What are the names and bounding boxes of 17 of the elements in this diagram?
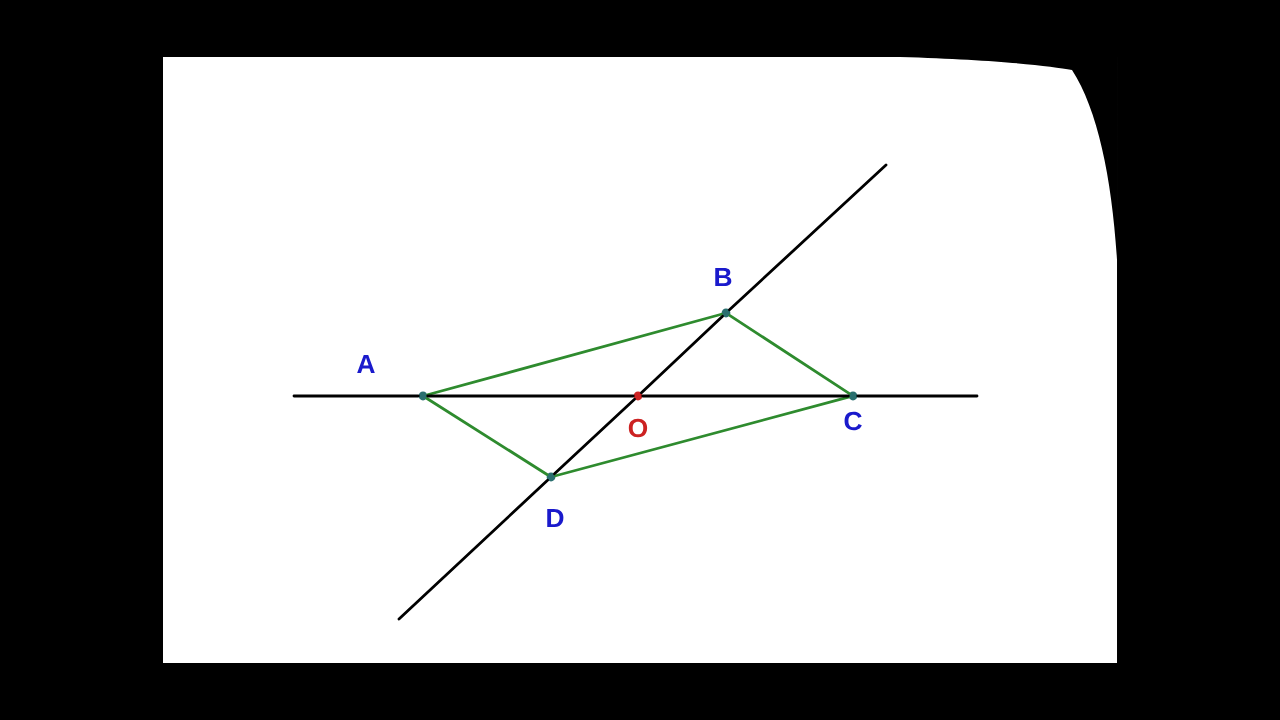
point-label: C: [844, 411, 862, 431]
line-segment: [641, 394, 850, 398]
point-label: A: [357, 354, 375, 374]
side-line: [426, 312, 723, 397]
line-segment: [426, 394, 635, 398]
point-label: O: [628, 418, 648, 438]
point-label: D: [547, 508, 564, 528]
line-segment: [856, 394, 979, 398]
line-segment: [553, 397, 636, 476]
line-segment: [728, 163, 888, 312]
line-segment: [292, 394, 420, 398]
line-segment: [397, 478, 549, 621]
side-line: [554, 395, 850, 478]
line-segment: [640, 314, 724, 395]
side-line: [425, 397, 549, 476]
side-line: [728, 314, 851, 395]
point-label: B: [715, 267, 732, 287]
